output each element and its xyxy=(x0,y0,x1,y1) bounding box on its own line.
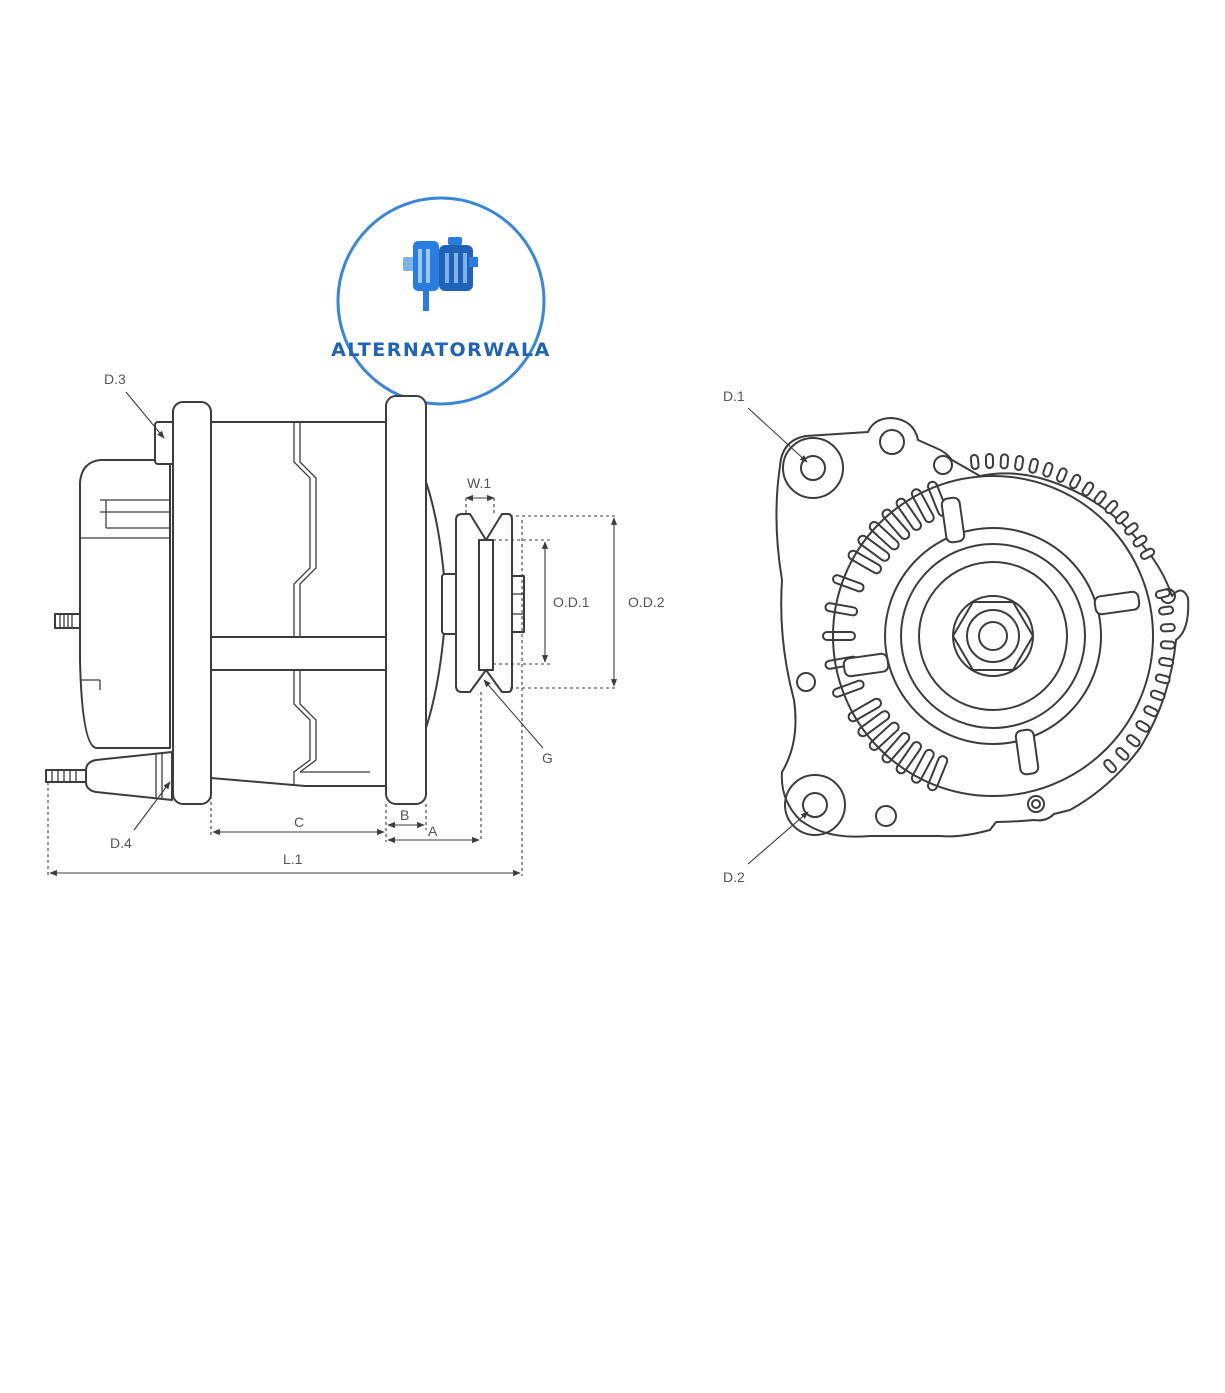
label-c: C xyxy=(294,814,304,830)
pulley xyxy=(455,513,513,693)
vent-slot xyxy=(1042,461,1054,478)
vent-slot xyxy=(1028,457,1039,474)
label-d4: D.4 xyxy=(110,835,132,851)
vent-slot xyxy=(881,508,911,540)
vent-slot xyxy=(1154,588,1171,600)
vent-slot xyxy=(1115,747,1130,761)
rotor-outer xyxy=(832,475,1154,797)
label-d1: D.1 xyxy=(723,388,745,404)
vent-slot xyxy=(1159,640,1176,650)
label-l1: L.1 xyxy=(283,851,303,867)
vent-slot xyxy=(927,755,949,792)
logo-text: ALTERNATORWALA xyxy=(331,339,551,361)
d2-hole xyxy=(802,792,828,818)
vent-slot xyxy=(1154,673,1171,685)
vent-slot xyxy=(832,574,865,593)
label-od1: O.D.1 xyxy=(553,594,590,610)
vent-slot xyxy=(1103,758,1117,774)
rear-cover xyxy=(79,459,171,749)
vent-slot xyxy=(868,721,900,751)
vent-slot xyxy=(984,453,995,469)
vent-slot xyxy=(1055,467,1068,483)
d1-hole-ring xyxy=(782,437,844,499)
vent-slot xyxy=(1158,656,1175,668)
vent-slot xyxy=(1158,605,1175,616)
vent-slot xyxy=(1014,455,1025,471)
label-a: A xyxy=(428,823,438,839)
vent-slots xyxy=(822,453,1176,792)
vent-slot xyxy=(1069,473,1082,490)
shaft-nut xyxy=(511,575,525,633)
vent-slot xyxy=(1125,734,1141,748)
brand-logo: ALTERNATORWALA xyxy=(331,196,551,406)
vent-slot xyxy=(857,534,891,562)
vent-slot xyxy=(910,748,935,784)
vent-slot xyxy=(1081,481,1095,497)
vent-slot xyxy=(1093,490,1107,505)
vent-slot xyxy=(1114,510,1129,525)
vent-slot xyxy=(1132,534,1148,548)
logo-ring xyxy=(336,196,546,406)
vent-slot xyxy=(1159,623,1176,633)
label-d2: D.2 xyxy=(723,869,745,885)
label-b: B xyxy=(400,807,409,823)
vent-slot xyxy=(824,602,859,617)
label-d3: D.3 xyxy=(104,371,126,387)
vent-slot xyxy=(847,697,882,723)
vent-slot xyxy=(868,521,900,551)
vent-slot xyxy=(1149,689,1166,701)
d1-hole xyxy=(800,455,826,481)
vent-slot xyxy=(969,454,980,470)
vent-slot xyxy=(1124,522,1139,536)
vent-slot xyxy=(832,679,865,698)
vent-slot xyxy=(910,488,935,524)
vent-slot xyxy=(1143,705,1159,718)
alternator-side-view xyxy=(45,395,525,805)
label-w1: W.1 xyxy=(467,475,491,491)
vent-slot xyxy=(847,549,882,575)
vent-slot xyxy=(895,741,922,775)
vent-slot xyxy=(881,732,911,764)
dimension-lines xyxy=(47,391,618,877)
alternator-front-view xyxy=(775,417,1190,838)
vent-slot xyxy=(822,631,856,641)
vent-slot xyxy=(999,453,1010,470)
alternator-icon xyxy=(403,237,478,311)
label-od2: O.D.2 xyxy=(628,594,665,610)
label-g: G xyxy=(542,750,553,766)
front-flange xyxy=(385,395,427,805)
dimension-labels: D.3 D.4 W.1 O.D.1 O.D.2 G C B A L.1 D.1 … xyxy=(104,371,745,885)
vent-slot xyxy=(857,710,891,738)
fan-spokes xyxy=(842,496,1141,776)
vent-slot xyxy=(895,497,922,531)
vent-slot xyxy=(1104,500,1119,515)
rear-stud xyxy=(54,613,81,629)
vent-slot xyxy=(1135,720,1151,733)
rear-flange xyxy=(172,401,212,805)
d4-terminal xyxy=(45,751,173,801)
vent-slot xyxy=(1139,547,1156,560)
